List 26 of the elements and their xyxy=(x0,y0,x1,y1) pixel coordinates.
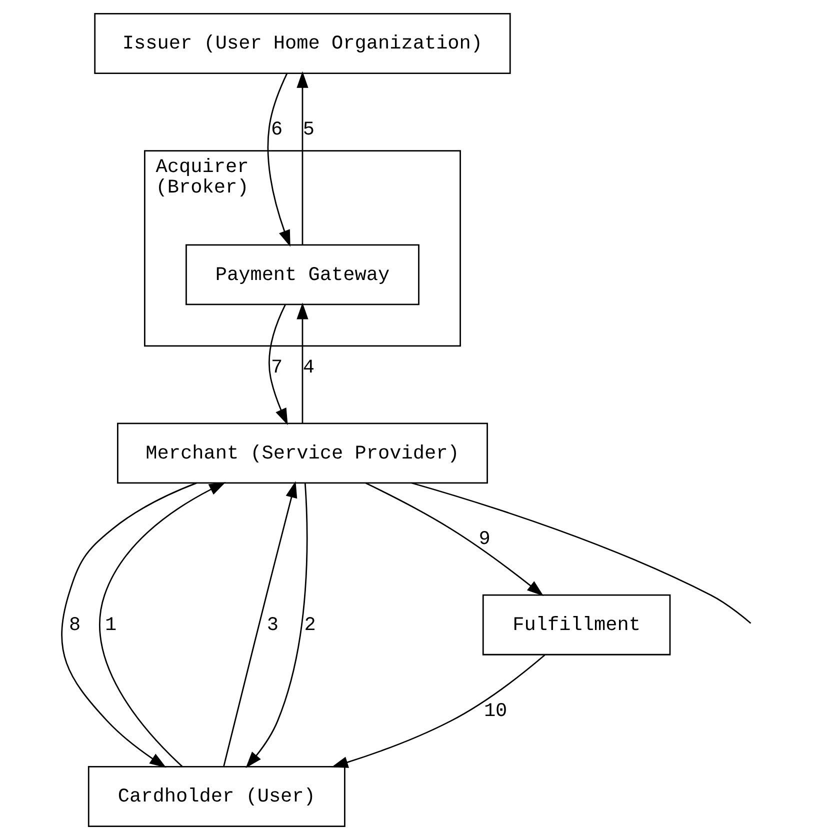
edge-label: 1 xyxy=(104,614,117,636)
edge-label: 7 xyxy=(271,356,283,379)
node-box: Payment Gateway xyxy=(186,244,420,306)
arrow xyxy=(296,302,308,424)
arrow xyxy=(366,482,544,596)
arrow xyxy=(246,483,308,768)
node-box: Issuer (User Home Organization) xyxy=(94,13,511,74)
edge-label: 6 xyxy=(271,118,283,140)
arrow xyxy=(99,482,226,768)
arrow xyxy=(268,304,288,426)
edge-label: 8 xyxy=(68,614,81,636)
connector xyxy=(411,482,752,624)
node-box: Fulfillment xyxy=(482,594,671,656)
edge-label: 9 xyxy=(478,528,490,550)
edge-label: 5 xyxy=(302,118,315,140)
edge-label: 4 xyxy=(302,356,315,379)
arrow xyxy=(61,482,197,768)
node-box: Cardholder (User) xyxy=(88,766,346,827)
node-box: Merchant (Service Provider) xyxy=(117,422,488,484)
edge-label: 3 xyxy=(266,614,279,636)
edge-label: 2 xyxy=(304,614,316,636)
arrow xyxy=(331,654,546,768)
arrow xyxy=(267,73,290,247)
edge-label: 10 xyxy=(484,700,508,722)
arrow xyxy=(223,481,298,767)
arrow xyxy=(296,71,308,245)
